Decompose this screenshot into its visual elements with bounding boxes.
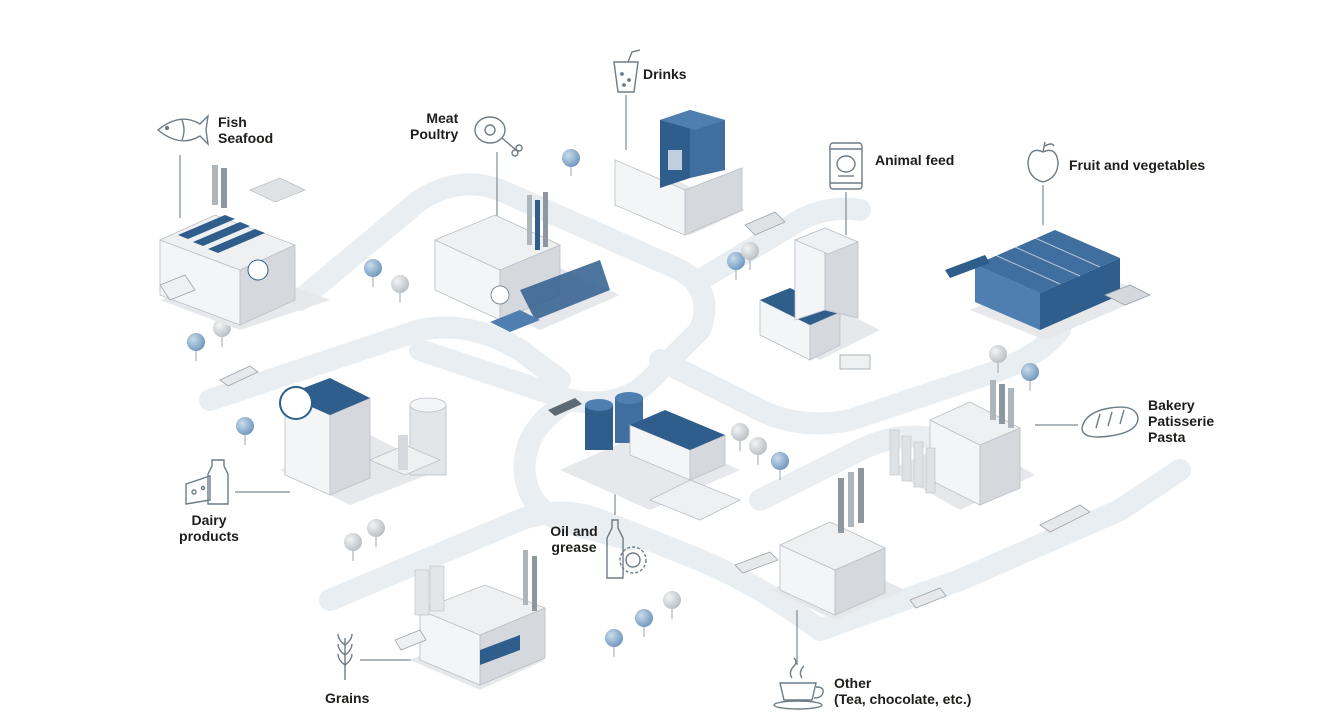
tree [749, 437, 767, 465]
tree [727, 252, 745, 280]
tree [771, 452, 789, 480]
factory-dairy [279, 378, 447, 505]
label-meat-poultry: Meat Poultry [410, 110, 458, 142]
label-drinks: Drinks [643, 66, 687, 82]
tree [605, 629, 623, 657]
meat-leg-icon [474, 116, 523, 157]
truck [394, 629, 427, 651]
factory-grains [410, 550, 547, 690]
tree [236, 417, 254, 445]
glass-straw-icon [613, 49, 641, 93]
label-line: Seafood [218, 130, 274, 146]
label-line: grease [551, 539, 597, 555]
tree [663, 591, 681, 619]
label-line: Oil and [550, 523, 598, 539]
trees [187, 149, 1039, 657]
label-line: Poultry [410, 126, 459, 142]
label-fish-seafood: Fish Seafood [218, 114, 273, 146]
tree [731, 423, 749, 451]
road-left-branch [199, 316, 571, 411]
label-line: Meat [426, 110, 459, 126]
road-lower [319, 501, 831, 641]
tree [391, 275, 409, 302]
tree [344, 533, 362, 561]
fish-icon [156, 114, 209, 146]
truck [548, 398, 582, 416]
tree [635, 609, 653, 637]
factory-bakery [889, 380, 1091, 533]
label-line: Fruit and vegetables [1069, 157, 1206, 173]
road-network [199, 173, 1191, 641]
wheat-icon [337, 633, 353, 680]
factory-meat-poultry [434, 192, 620, 332]
bread-icon [1081, 406, 1139, 438]
label-line: Drinks [643, 66, 687, 82]
road-upper-loop [289, 173, 716, 414]
road-bottom-right [809, 459, 1191, 641]
label-line: Bakery [1148, 397, 1195, 413]
label-dairy-products: Dairy products [174, 512, 244, 544]
road-right-main [649, 319, 1071, 435]
apple-icon [1027, 141, 1059, 183]
label-fruit-vegetables: Fruit and vegetables [1069, 157, 1205, 173]
label-grains: Grains [325, 690, 369, 706]
label-bakery: Bakery Patisserie Pasta [1148, 397, 1214, 445]
cheese-milk-icon [185, 459, 229, 505]
warehouse-fruit-vegetables [945, 230, 1151, 340]
label-line: Dairy [191, 512, 227, 528]
tree [989, 345, 1007, 373]
label-oil-grease: Oil and grease [543, 523, 605, 555]
label-line: (Tea, chocolate, etc.) [834, 691, 972, 707]
label-animal-feed: Animal feed [875, 152, 954, 168]
label-line: Fish [218, 114, 247, 130]
oil-bottle-sunflower-icon [606, 519, 647, 579]
tree [364, 259, 382, 287]
factory-oil-grease [560, 392, 741, 521]
tree [367, 519, 385, 547]
leader-lines [179, 95, 1078, 665]
trucks [159, 274, 582, 651]
tree [741, 242, 759, 270]
tree [1021, 363, 1039, 391]
truck [219, 365, 259, 387]
label-line: products [179, 528, 239, 544]
truck [159, 274, 196, 301]
road-top-right [689, 197, 871, 291]
label-line: Patisserie [1148, 413, 1215, 429]
factory-fish-seafood [158, 165, 330, 330]
label-other: Other (Tea, chocolate, etc.) [834, 675, 971, 707]
label-line: Pasta [1148, 429, 1186, 445]
label-line: Other [834, 675, 872, 691]
pet-food-can-icon [829, 142, 863, 190]
factory-drinks [614, 110, 786, 236]
factory-other [734, 468, 947, 620]
tree [562, 149, 580, 176]
coffee-cup-icon [773, 657, 824, 710]
tree [187, 333, 205, 361]
label-line: Animal feed [875, 152, 955, 168]
label-line: Grains [325, 690, 370, 706]
factory-animal-feed [759, 227, 880, 370]
